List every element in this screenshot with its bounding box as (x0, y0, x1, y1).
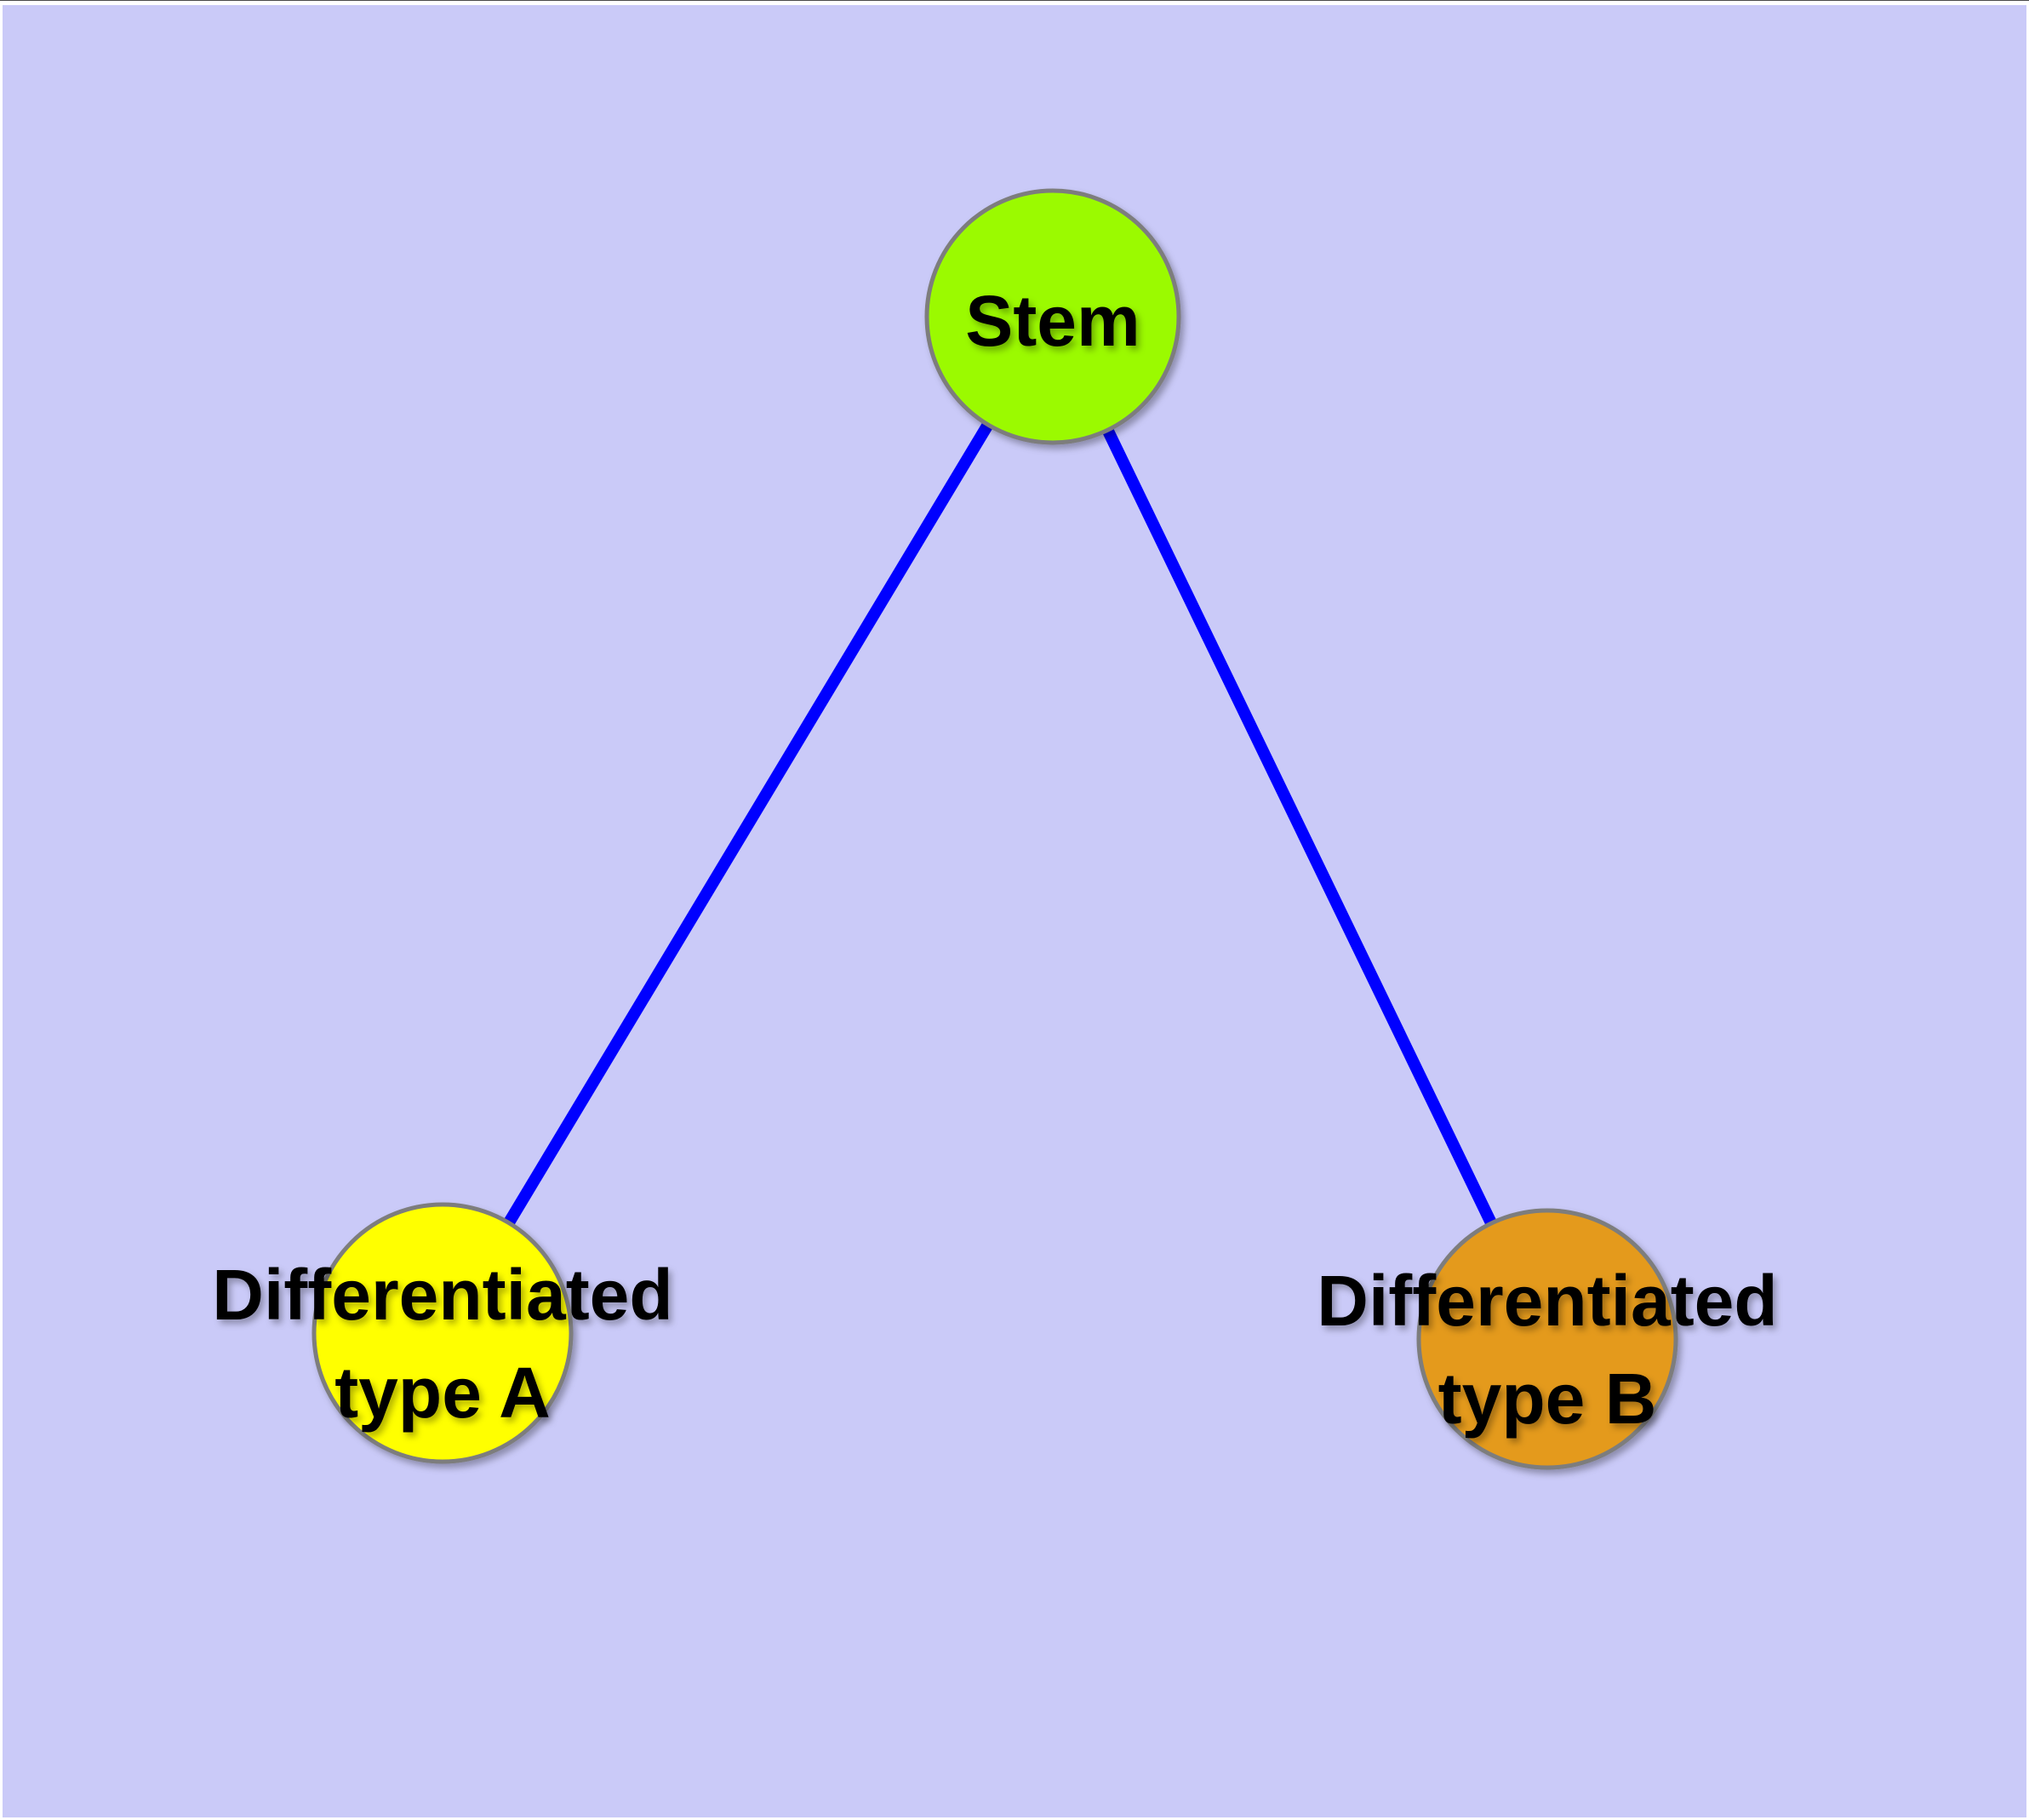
node-differentiated-type-b-label-line-1: Differentiated (1317, 1261, 1777, 1341)
node-differentiated-type-a-label-line-1: Differentiated (212, 1255, 672, 1335)
node-stem-circle (924, 188, 1181, 445)
node-differentiated-type-a-circle (311, 1202, 574, 1464)
node-differentiated-type-a-label: Differentiated type A (212, 1255, 672, 1433)
edge-stem-to-differentiated-type-a (437, 313, 1059, 1336)
edge-stem-to-differentiated-type-b (1047, 313, 1553, 1342)
node-stem-label-line-1: Stem (965, 281, 1140, 361)
node-stem-label: Stem (965, 281, 1140, 361)
edges-layer (437, 313, 1553, 1342)
nodes-layer (311, 188, 1678, 1470)
node-differentiated-type-b-circle (1416, 1208, 1678, 1470)
node-differentiated-type-b-label-line-2: type B (1438, 1359, 1657, 1439)
node-differentiated-type-b-label: Differentiated type B (1317, 1261, 1777, 1439)
node-differentiated-type-a-label-line-2: type A (334, 1353, 551, 1433)
